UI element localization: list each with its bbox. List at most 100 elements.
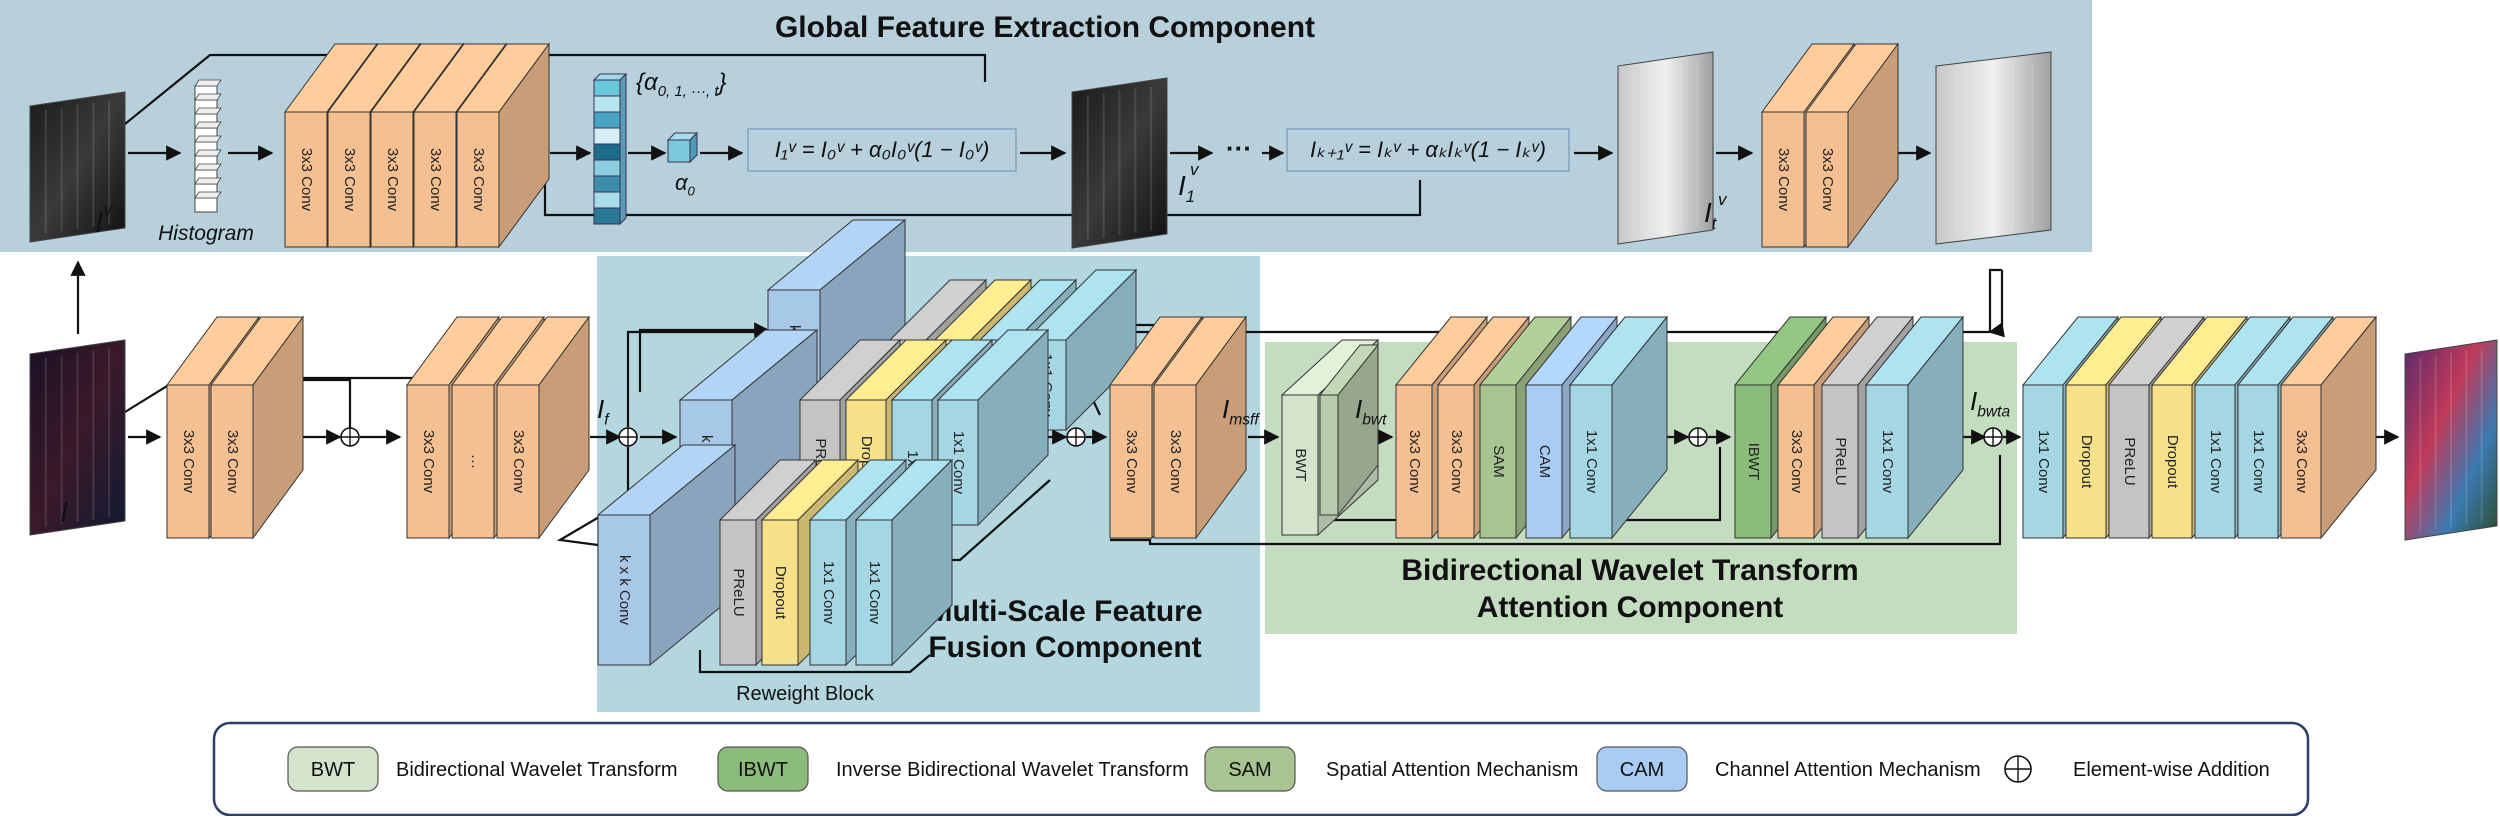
legend-swatch — [1204, 746, 1296, 792]
legend-abbr: SAM — [1228, 759, 1271, 781]
skip-to-add1 — [300, 378, 352, 428]
global-conv3-6-label: 3x3 Conv — [1775, 148, 1792, 212]
bwta-sam-label: SAM — [1490, 445, 1507, 478]
global-conv3-3-label: 3x3 Conv — [384, 148, 401, 212]
equation-box-1 — [747, 128, 1017, 172]
msff-kconv-bottom: k x k Conv — [596, 443, 737, 667]
legend-abbr: CAM — [1620, 759, 1664, 781]
out-layer-2-label: Dropout — [2078, 435, 2095, 489]
bwta-conv1-1: 1x1 Conv — [1568, 315, 1669, 540]
msff-prelu-bottom-label: PReLU — [730, 568, 747, 616]
global-conv3-1-label: 3x3 Conv — [298, 148, 315, 212]
alpha0-cube — [666, 131, 699, 164]
global-conv3-2-label: 3x3 Conv — [341, 148, 358, 212]
bwta-bottom-skip — [1110, 455, 2002, 546]
dots-iteration: ··· — [1226, 133, 1252, 163]
add-icon-1 — [340, 427, 360, 447]
main-conv3-2-label: 3x3 Conv — [224, 430, 241, 494]
legend-item-5: Element-wise Addition — [2004, 755, 2270, 783]
bwta-conv1-2: 1x1 Conv — [1864, 315, 1965, 540]
main-conv3-1-label: 3x3 Conv — [180, 430, 197, 494]
bwta-conv3-2-label: 3x3 Conv — [1448, 430, 1465, 494]
out-layer-7-label: 3x3 Conv — [2293, 430, 2310, 494]
bwta-conv1-2-label: 1x1 Conv — [1879, 430, 1896, 494]
msff-conv1-top-b: 1x1 Conv — [1024, 268, 1138, 432]
msff-out-conv3-1-label: 3x3 Conv — [1123, 430, 1140, 494]
bwta-title-2: Attention Component — [1477, 591, 1784, 624]
msff-title-1: Multi-Scale Feature — [927, 595, 1202, 628]
bwta-bwt-label: BWT — [1292, 448, 1309, 481]
add-icon-2 — [1066, 427, 1086, 447]
out-layer-6-label: 1x1 Conv — [2250, 430, 2267, 494]
bwta-bwt-back — [1318, 343, 1380, 517]
main-conv3-2: 3x3 Conv — [210, 315, 304, 540]
msff-conv1-bottom-a-label: 1x1 Conv — [820, 561, 837, 625]
global-feedback-end — [1988, 270, 2005, 338]
alpha-vector — [592, 72, 628, 226]
main-conv3-dots-label: ··· — [465, 454, 482, 469]
arrow-If-kconv-bottom — [556, 447, 630, 547]
msff-conv1-bottom-b-label: 1x1 Conv — [866, 561, 883, 625]
symbol-I1v-sup: v — [1190, 160, 1200, 179]
I1-image — [1071, 77, 1168, 249]
symbol-I: I — [60, 496, 68, 529]
legend-swatch — [717, 746, 809, 792]
out-layer-1-label: 1x1 Conv — [2035, 430, 2052, 494]
global-output-image — [1935, 51, 2052, 245]
legend-text: Spatial Attention Mechanism — [1326, 759, 1578, 781]
legend-text: Bidirectional Wavelet Transform — [396, 759, 678, 781]
add-icon-3 — [1688, 427, 1708, 447]
msff-conv1-bottom-b: 1x1 Conv — [854, 458, 954, 667]
bwta-conv3-3-label: 3x3 Conv — [1788, 430, 1805, 494]
legend-abbr: BWT — [311, 759, 355, 781]
main-conv3-4: 3x3 Conv — [496, 315, 590, 540]
global-skip-top — [124, 53, 987, 125]
legend-item-3: SAM Spatial Attention Mechanism — [1204, 746, 1578, 792]
msff-out-conv3-2: 3x3 Conv — [1153, 315, 1247, 540]
legend-item-1: BWT Bidirectional Wavelet Transform — [287, 746, 678, 792]
global-conv3-7: 3x3 Conv — [1805, 42, 1899, 249]
input-v-image — [29, 91, 126, 243]
global-conv3-5: 3x3 Conv — [456, 42, 550, 249]
global-conv3-5-label: 3x3 Conv — [470, 148, 487, 212]
add-icon-If — [618, 427, 638, 447]
equation-box-2 — [1286, 128, 1570, 172]
legend-text: Element-wise Addition — [2073, 759, 2270, 781]
reweight-bracket — [698, 650, 931, 674]
symbol-Itv-sup: v — [1718, 190, 1728, 209]
out-layer-7: 3x3 Conv — [2279, 315, 2378, 540]
legend-item-4: CAM Channel Attention Mechanism — [1596, 746, 1981, 792]
msff-out-conv3-2-label: 3x3 Conv — [1167, 430, 1184, 494]
bwta-ibwt-label: IBWT — [1745, 443, 1762, 481]
add-icon-4 — [1983, 427, 2003, 447]
equation-2: Iₖ₊₁ᵛ = Iₖᵛ + αₖIₖᵛ(1 − Iₖᵛ) — [1310, 137, 1546, 162]
out-layer-5-label: 1x1 Conv — [2207, 430, 2224, 494]
out-layer-3-label: PReLU — [2121, 437, 2138, 485]
bwta-prelu-label: PReLU — [1832, 437, 1849, 485]
bwta-title-1: Bidirectional Wavelet Transform — [1401, 554, 1858, 587]
global-conv3-4-label: 3x3 Conv — [427, 148, 444, 212]
legend-text: Channel Attention Mechanism — [1715, 759, 1981, 781]
output-image — [2404, 339, 2498, 541]
legend-swatch — [287, 746, 379, 792]
out-layer-4-label: Dropout — [2164, 435, 2181, 489]
legend-abbr: IBWT — [738, 759, 788, 781]
legend-swatch — [1596, 746, 1688, 792]
legend-item-2: IBWT Inverse Bidirectional Wavelet Transf… — [717, 746, 1189, 792]
input-image — [29, 339, 126, 536]
main-conv3-3-label: 3x3 Conv — [420, 430, 437, 494]
It-image — [1617, 51, 1714, 245]
legend-text: Inverse Bidirectional Wavelet Transform — [836, 759, 1189, 781]
bwta-conv1-1-label: 1x1 Conv — [1583, 430, 1600, 494]
arrow-If-kconv-top — [638, 322, 770, 392]
histogram-label: Histogram — [158, 222, 254, 245]
global-title: Global Feature Extraction Component — [775, 11, 1315, 44]
equation-1: I₁ᵛ = I₀ᵛ + α₀I₀ᵛ(1 − I₀ᵛ) — [775, 137, 990, 162]
msff-conv1-mid-b-label: 1x1 Conv — [950, 431, 967, 495]
bwta-conv3-1-label: 3x3 Conv — [1406, 430, 1423, 494]
bwta-cam-label: CAM — [1536, 445, 1553, 478]
main-conv3-4-label: 3x3 Conv — [510, 430, 527, 494]
msff-kconv-bottom-label: k x k Conv — [616, 555, 633, 626]
global-conv3-7-label: 3x3 Conv — [1819, 148, 1836, 212]
